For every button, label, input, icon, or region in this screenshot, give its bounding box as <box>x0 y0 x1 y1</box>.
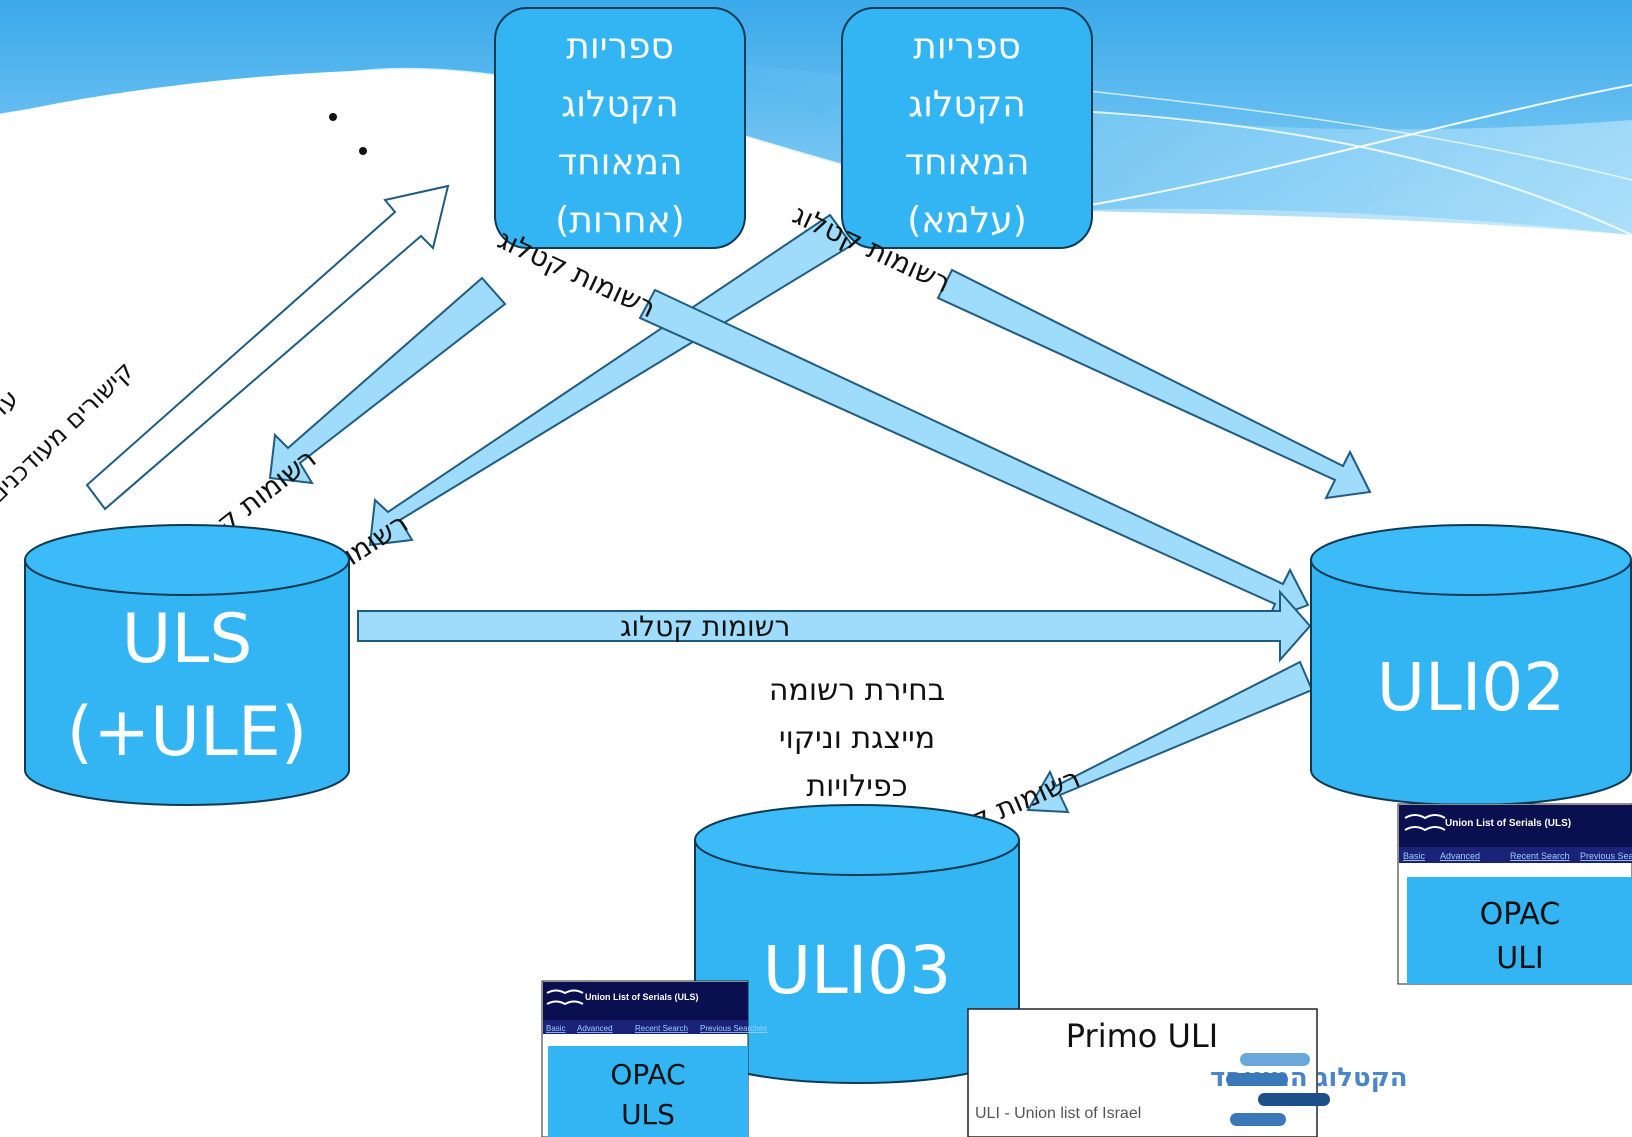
bullet-dot-2 <box>359 147 367 155</box>
opac-uls-panel: Union List of Serials (ULS) Basic Advanc… <box>541 980 767 1137</box>
primo-logo-icon <box>1226 1053 1330 1126</box>
primo-subtitle: ULI - Union list of Israel <box>975 1105 1141 1122</box>
opac-uls-tab-recent[interactable]: Recent Search <box>635 1024 688 1033</box>
opac-uli-tab-basic[interactable]: Basic <box>1403 851 1426 861</box>
opac-uli-line2: ULI <box>1496 941 1544 976</box>
library-box-alma-line1: ספריות <box>913 26 1021 67</box>
db-uls-name: ULS <box>122 600 253 679</box>
opac-uls-line2: ULS <box>621 1098 675 1131</box>
library-box-others-line3: המאוחד <box>557 142 682 183</box>
library-box-others: ספריות הקטלוג המאוחד (אחרות) <box>494 7 746 249</box>
opac-uli-panel: Union List of Serials (ULS) Basic Advanc… <box>1397 803 1632 985</box>
opac-uli-tab-recent[interactable]: Recent Search <box>1510 851 1570 861</box>
updates-bullet-list: עדכונים על הרכבי חבילות קישורים מעודכנים <box>0 113 367 594</box>
opac-uls-line1: OPAC <box>610 1058 685 1091</box>
library-box-alma-line2: הקטלוג <box>908 84 1026 125</box>
library-box-others-line4: (אחרות) <box>555 200 684 241</box>
primo-uli-panel: Primo ULI הקטלוג המאוחד ULI - Union list… <box>967 1008 1408 1137</box>
opac-uli-line1: OPAC <box>1480 897 1561 932</box>
dedup-note-line1: בחירת רשומה <box>769 673 945 708</box>
header-wave <box>0 0 1632 236</box>
db-uls-sub: (+ULE) <box>67 693 308 772</box>
opac-uls-book-icon <box>546 989 584 1006</box>
db-uls: ULS (+ULE) <box>24 524 350 806</box>
library-box-alma-line4: (עלמא) <box>907 200 1027 241</box>
arrow-uls-to-uli02: רשומות קטלוג <box>357 589 1312 663</box>
dedup-note-line2: מייצגת וניקוי <box>779 721 935 756</box>
arrow-others-to-uli02: רשומות קטלוג <box>493 222 1310 622</box>
bullet-dot-1 <box>329 113 337 121</box>
opac-uli-book-icon <box>1404 814 1446 832</box>
db-uli03: ULI03 <box>694 804 1020 1084</box>
db-uli03-name: ULI03 <box>763 932 952 1009</box>
opac-uls-tab-basic[interactable]: Basic <box>546 1024 566 1033</box>
opac-uls-header: Union List of Serials (ULS) <box>585 992 699 1002</box>
db-uli02-name: ULI02 <box>1377 649 1566 726</box>
library-box-others-line2: הקטלוג <box>561 84 679 125</box>
dedup-note-line3: כפילויות <box>806 769 907 804</box>
opac-uls-tab-advanced[interactable]: Advanced <box>577 1024 613 1033</box>
db-uli02: ULI02 <box>1310 524 1632 806</box>
opac-uli-tab-advanced[interactable]: Advanced <box>1440 851 1480 861</box>
arrow-updates-to-libraries <box>85 184 450 511</box>
opac-uli-tab-previous[interactable]: Previous Searches <box>1580 851 1632 861</box>
library-box-others-line1: ספריות <box>566 26 674 67</box>
primo-title: Primo ULI <box>1066 1017 1218 1055</box>
dedup-note: בחירת רשומה מייצגת וניקוי כפילויות <box>769 673 945 804</box>
library-box-alma-line3: המאוחד <box>904 142 1029 183</box>
arrow-uls-to-uli02-label: רשומות קטלוג <box>620 610 790 643</box>
opac-uli-header: Union List of Serials (ULS) <box>1445 818 1571 829</box>
library-box-alma: ספריות הקטלוג המאוחד (עלמא) <box>841 7 1093 249</box>
opac-uls-tab-previous[interactable]: Previous Searches <box>700 1024 767 1033</box>
